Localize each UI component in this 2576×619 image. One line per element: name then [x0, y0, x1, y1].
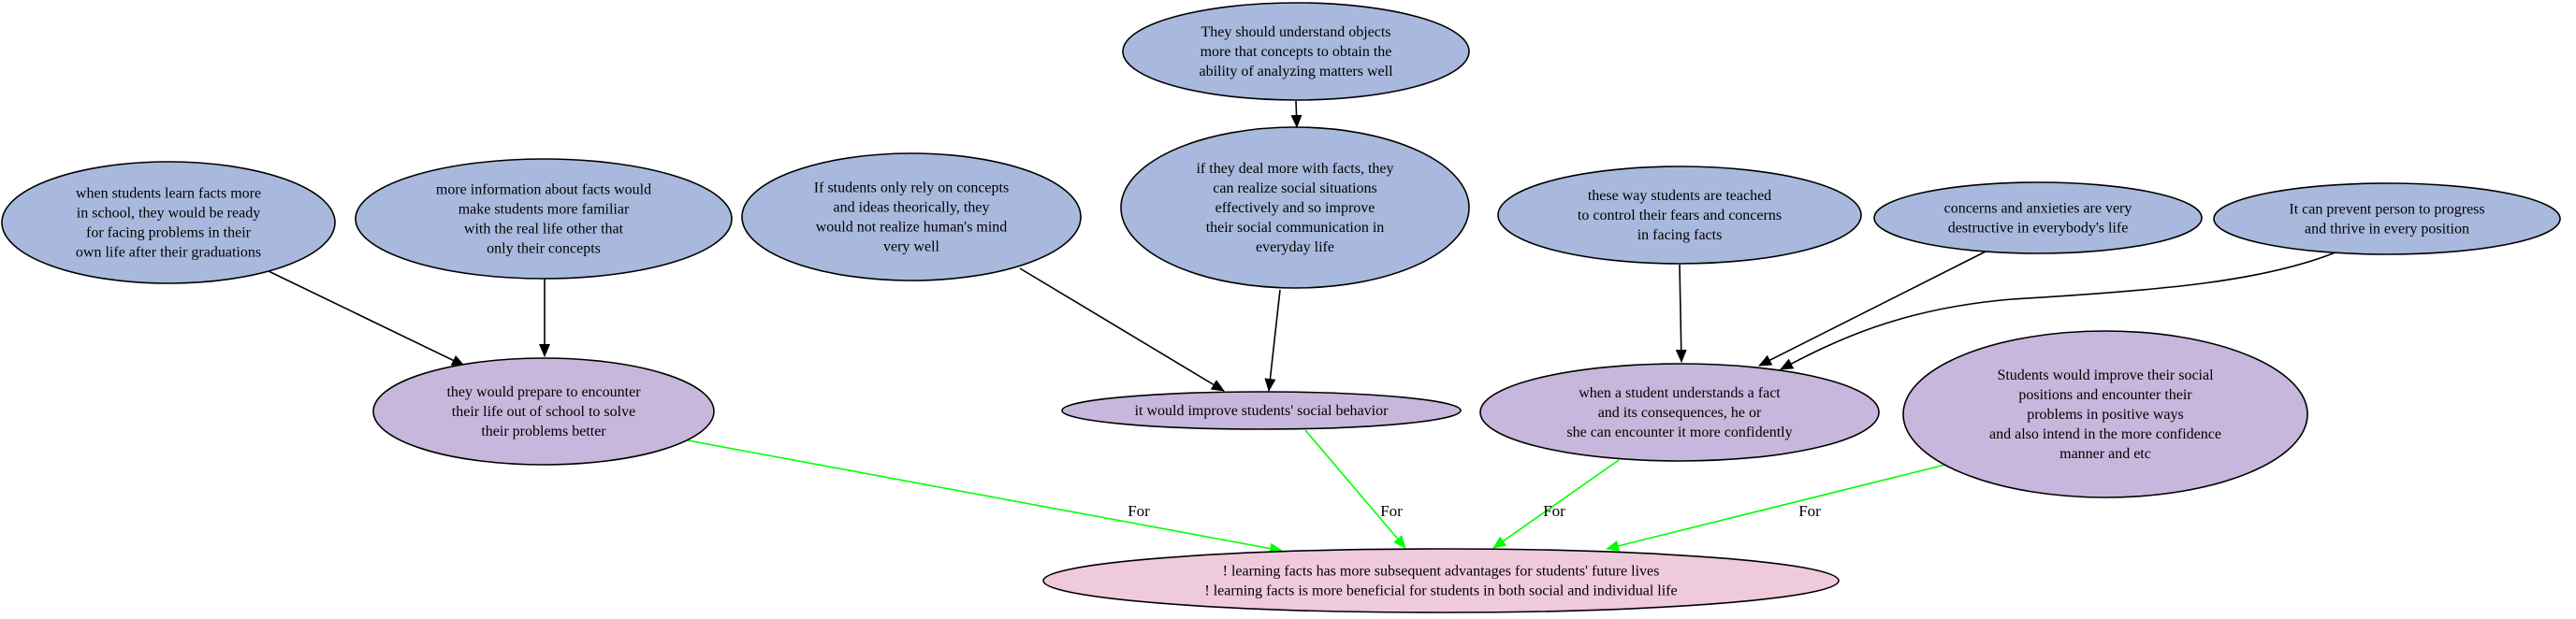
node-text-line: their life out of school to solve — [452, 404, 635, 420]
node-text-line: effectively and so improve — [1215, 200, 1375, 216]
for-edge-arrow — [687, 439, 1283, 554]
support-edge-arrow — [268, 270, 465, 367]
premise-node-shape — [355, 158, 733, 280]
node-text-line: their problems better — [481, 424, 606, 439]
node-text-line: concerns and anxieties are very — [1944, 201, 2132, 217]
node-text-line: everyday life — [1256, 239, 1334, 255]
premise-node-shape — [741, 152, 1082, 281]
premise-node-familiar: more information about facts would make s… — [355, 158, 733, 280]
node-text-line: ! learning facts has more subsequent adv… — [1223, 564, 1660, 580]
node-text-line: only their concepts — [487, 241, 601, 257]
node-text-line: if they deal more with facts, they — [1196, 161, 1393, 177]
node-text-line: to control their fears and concerns — [1578, 208, 1782, 223]
node-text-line: these way students are teached — [1588, 188, 1771, 204]
node-text-line: in school, they would be ready — [77, 206, 260, 222]
premise-node-shape — [1497, 166, 1862, 265]
node-text-line: can realize social situations — [1213, 180, 1376, 196]
node-text-line: when a student understands a fact — [1579, 385, 1781, 401]
support-edge-arrow — [1264, 289, 1281, 392]
intermediate-node-prepare: they would prepare to encounter their lif… — [372, 357, 715, 466]
support-edge-arrow — [1675, 264, 1687, 363]
node-text-line: she can encounter it more confidently — [1566, 425, 1792, 440]
for-edge-arrow — [1492, 459, 1620, 549]
for-edge-arrow — [1304, 429, 1406, 549]
node-text-line: for facing problems in their — [86, 225, 252, 241]
node-text-line: they would prepare to encounter — [446, 384, 641, 400]
edge-label-for: For — [1798, 502, 1821, 520]
edges-layer: For For For For — [268, 100, 2336, 554]
node-text-line: They should understand objects — [1201, 24, 1390, 40]
node-text-line: positions and encounter their — [2018, 387, 2192, 403]
node-text-line: It can prevent person to progress — [2289, 202, 2484, 218]
intermediate-node-social: it would improve students' social behavi… — [1061, 391, 1462, 430]
node-text-line: with the real life other that — [464, 222, 624, 238]
node-text-line: very well — [883, 239, 940, 255]
intermediate-node-positions: Students would improve their social posit… — [1902, 330, 2308, 498]
premise-node-fears: these way students are teached to control… — [1497, 166, 1862, 265]
node-text-line: their social communication in — [1206, 220, 1385, 236]
node-text-line: and thrive in every position — [2305, 222, 2469, 238]
node-text-line: and ideas theorically, they — [834, 200, 990, 216]
for-edge-arrow — [1606, 460, 1961, 552]
premise-node-ready: when students learn facts more in school,… — [1, 161, 336, 284]
intermediate-node-shape — [1061, 391, 1462, 430]
support-edge-arrow — [1758, 251, 1987, 367]
conclusion-node-shape — [1042, 548, 1840, 613]
edge-label-for: For — [1128, 502, 1150, 520]
premise-node-progress: It can prevent person to progress and thr… — [2213, 182, 2561, 255]
premise-node-shape — [1122, 2, 1470, 101]
node-text-line: Students would improve their social — [1997, 367, 2214, 383]
node-text-line: it would improve students' social behavi… — [1135, 403, 1390, 419]
node-text-line: more that concepts to obtain the — [1201, 44, 1392, 60]
premise-node-objects: They should understand objects more that … — [1122, 2, 1470, 101]
node-text-line: If students only rely on concepts — [814, 180, 1009, 196]
premise-node-concepts: If students only rely on concepts and ide… — [741, 152, 1082, 281]
node-text-line: manner and etc — [2059, 446, 2151, 462]
node-text-line: in facing facts — [1637, 227, 1723, 243]
intermediate-node-shape — [372, 357, 715, 466]
support-edge-arrow — [1780, 252, 2336, 370]
node-text-line: and its consequences, he or — [1598, 405, 1762, 421]
intermediate-node-shape — [1479, 363, 1880, 462]
node-text-line: own life after their graduations — [76, 245, 261, 261]
intermediate-node-confident: when a student understands a fact and its… — [1479, 363, 1880, 462]
premise-node-shape — [1873, 181, 2203, 254]
intermediate-node-shape — [1902, 330, 2308, 498]
node-text-line: more information about facts would — [436, 182, 651, 198]
node-text-line: make students more familiar — [458, 202, 630, 218]
premise-node-dealfacts: if they deal more with facts, they can re… — [1120, 126, 1470, 289]
premise-node-anxieties: concerns and anxieties are very destructi… — [1873, 181, 2203, 254]
node-text-line: ability of analyzing matters well — [1199, 64, 1393, 79]
edge-label-for: For — [1380, 502, 1403, 520]
node-text-line: problems in positive ways — [2027, 407, 2184, 423]
support-edge-arrow — [1290, 100, 1303, 128]
node-text-line: destructive in everybody's life — [1948, 221, 2129, 237]
premise-node-shape — [1120, 126, 1470, 289]
premise-node-shape — [2213, 182, 2561, 255]
support-edge-arrow — [1019, 267, 1225, 392]
node-text-line: and also intend in the more confidence — [1989, 426, 2221, 442]
node-text-line: would not realize human's mind — [816, 220, 1008, 236]
node-text-line: ! learning facts is more beneficial for … — [1204, 583, 1677, 599]
conclusion-node-claim: ! learning facts has more subsequent adv… — [1042, 548, 1840, 613]
edge-label-for: For — [1543, 502, 1565, 520]
node-text-line: when students learn facts more — [76, 186, 261, 202]
premise-node-shape — [1, 161, 336, 284]
